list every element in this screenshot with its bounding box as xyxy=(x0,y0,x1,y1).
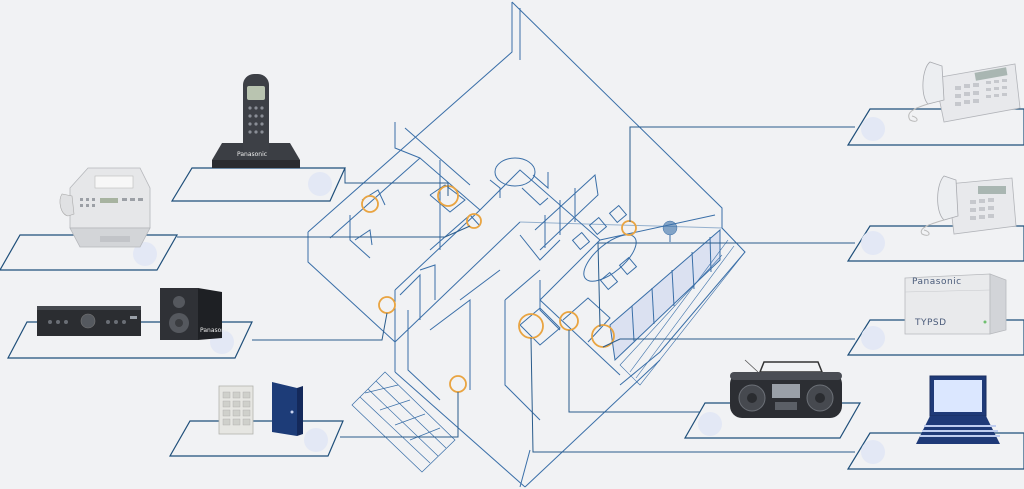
amplifier-speaker-icon: Panasonic xyxy=(37,288,230,340)
pbx-brand: Panasonic xyxy=(912,277,962,287)
laptop-icon xyxy=(916,375,1000,444)
platform-system-phone-small xyxy=(846,225,1024,262)
door-intercom-icon xyxy=(218,382,303,436)
device-location-markers xyxy=(361,185,637,393)
speaker-brand: Panasonic xyxy=(200,327,230,334)
platform-intercom xyxy=(168,420,344,457)
pbx-model: TYPSD xyxy=(914,318,947,328)
floor-plan xyxy=(307,1,746,488)
cordless-phone-brand: Panasonic xyxy=(237,151,267,158)
boombox-icon xyxy=(730,359,842,418)
cordless-phone-icon: Panasonic xyxy=(212,74,300,168)
fax-machine-icon xyxy=(59,167,151,248)
platform-cordless-phone xyxy=(170,167,346,202)
connection-wires xyxy=(177,126,855,453)
desk-phone-icon xyxy=(920,175,1017,236)
pbx-unit-icon: Panasonic TYPSD xyxy=(904,273,1007,335)
platform-system-phone-large xyxy=(846,108,1024,146)
system-phone-icon xyxy=(908,61,1021,123)
